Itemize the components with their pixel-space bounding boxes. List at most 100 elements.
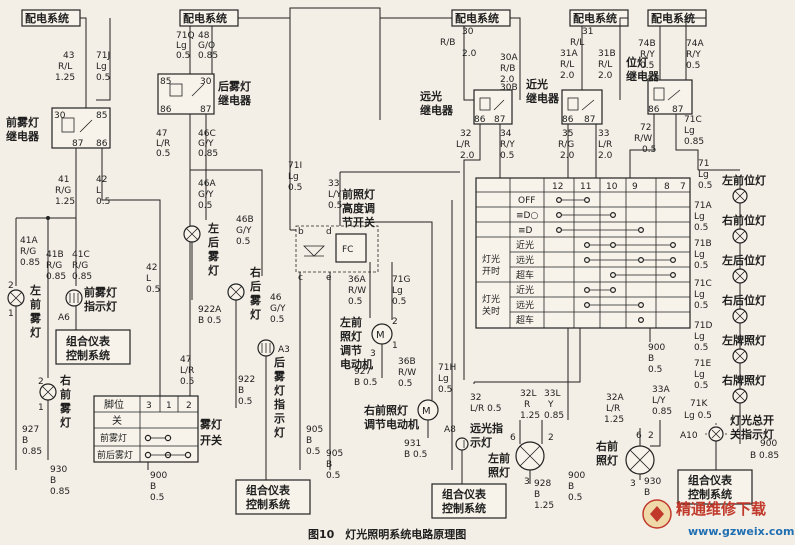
top-rail-wire bbox=[238, 7, 452, 19]
svg-text:31B: 31B bbox=[598, 49, 616, 59]
svg-text:0.5: 0.5 bbox=[568, 493, 582, 503]
position-lamp-label-5: 左牌照灯 bbox=[721, 333, 766, 347]
svg-text:33: 33 bbox=[598, 129, 609, 139]
svg-text:远光: 远光 bbox=[420, 89, 442, 103]
svg-text:R/W: R/W bbox=[348, 286, 366, 296]
svg-text:33L: 33L bbox=[544, 389, 560, 399]
svg-text:L/R 0.5: L/R 0.5 bbox=[470, 404, 501, 414]
svg-text:1.25: 1.25 bbox=[520, 411, 540, 421]
svg-text:36A: 36A bbox=[348, 275, 366, 285]
svg-text:30A: 30A bbox=[500, 53, 518, 63]
svg-text:灯: 灯 bbox=[274, 383, 285, 397]
svg-text:控制系统: 控制系统 bbox=[66, 348, 110, 362]
svg-text:L/Y: L/Y bbox=[328, 190, 342, 200]
svg-text:组合仪表: 组合仪表 bbox=[688, 473, 733, 487]
svg-text:0.5: 0.5 bbox=[238, 397, 252, 407]
svg-text:0.5: 0.5 bbox=[156, 149, 170, 159]
power-label-3: 配电系统 bbox=[455, 11, 499, 25]
left-headlight: 6 2 3 bbox=[510, 433, 554, 487]
svg-text:86: 86 bbox=[648, 105, 660, 115]
svg-text:0.5: 0.5 bbox=[640, 61, 654, 71]
svg-text:0.5: 0.5 bbox=[648, 365, 662, 375]
svg-text:87: 87 bbox=[584, 115, 595, 125]
svg-text:关: 关 bbox=[112, 414, 122, 427]
svg-text:0.5: 0.5 bbox=[288, 183, 302, 193]
svg-text:87: 87 bbox=[200, 105, 211, 115]
svg-text:≡D○: ≡D○ bbox=[516, 211, 538, 221]
svg-text:R/G: R/G bbox=[72, 261, 88, 271]
svg-text:0.5: 0.5 bbox=[270, 315, 284, 325]
svg-text:33: 33 bbox=[328, 179, 339, 189]
power-label-2: 配电系统 bbox=[183, 11, 227, 25]
svg-text:示灯: 示灯 bbox=[469, 435, 492, 449]
svg-text:近光: 近光 bbox=[526, 77, 548, 91]
svg-text:7: 7 bbox=[680, 182, 686, 192]
svg-text:控制系统: 控制系统 bbox=[442, 501, 486, 515]
figure-caption: 图10 灯光照明系统电路原理图 bbox=[308, 527, 466, 541]
svg-text:71C: 71C bbox=[684, 115, 702, 125]
watermark-text: 精通维修下载 bbox=[676, 500, 766, 518]
svg-text:高度调: 高度调 bbox=[342, 201, 375, 215]
svg-text:R/Y: R/Y bbox=[640, 50, 655, 60]
svg-text:0.5: 0.5 bbox=[328, 201, 342, 211]
svg-text:0.5: 0.5 bbox=[176, 51, 190, 61]
svg-text:B: B bbox=[22, 436, 28, 446]
svg-text:46C: 46C bbox=[198, 129, 216, 139]
svg-text:Lg 0.5: Lg 0.5 bbox=[684, 411, 712, 421]
svg-text:47: 47 bbox=[180, 355, 191, 365]
svg-text:Lg: Lg bbox=[438, 374, 449, 384]
svg-text:R/Y: R/Y bbox=[686, 50, 701, 60]
svg-text:G/Y: G/Y bbox=[270, 304, 286, 314]
svg-text:922A: 922A bbox=[198, 305, 222, 315]
svg-text:B: B bbox=[644, 488, 650, 498]
svg-text:927: 927 bbox=[22, 425, 39, 435]
svg-text:32: 32 bbox=[460, 129, 471, 139]
svg-text:86: 86 bbox=[160, 105, 172, 115]
svg-text:46B: 46B bbox=[236, 215, 254, 225]
svg-text:10: 10 bbox=[606, 182, 618, 192]
svg-text:0.5: 0.5 bbox=[96, 73, 110, 83]
position-lamp-cross-5 bbox=[734, 350, 746, 362]
svg-text:1: 1 bbox=[38, 403, 44, 413]
light-switch-table: 12 11 10 9 8 7 OFF ≡D○ ≡D 近光 远光 超车 近光 远光… bbox=[475, 177, 691, 329]
svg-text:右前照灯: 右前照灯 bbox=[363, 403, 408, 417]
svg-text:Lg: Lg bbox=[684, 126, 695, 136]
svg-text:71G: 71G bbox=[392, 275, 410, 285]
svg-text:31A: 31A bbox=[560, 49, 578, 59]
position-lamp-cross-6 bbox=[734, 390, 746, 402]
svg-text:42: 42 bbox=[146, 263, 157, 273]
svg-text:超车: 超车 bbox=[516, 314, 534, 326]
relay-front-fog-pin-30: 30 bbox=[54, 111, 66, 121]
svg-text:6: 6 bbox=[510, 433, 516, 443]
power-label-1: 配电系统 bbox=[25, 11, 69, 25]
svg-text:1: 1 bbox=[8, 309, 14, 319]
svg-text:74B: 74B bbox=[638, 39, 656, 49]
svg-text:32: 32 bbox=[470, 393, 481, 403]
svg-text:前雾灯: 前雾灯 bbox=[100, 432, 127, 444]
svg-text:32A: 32A bbox=[606, 393, 624, 403]
relay-front-fog-pin-86: 86 bbox=[96, 139, 108, 149]
svg-text:L/R: L/R bbox=[156, 139, 170, 149]
svg-text:36B: 36B bbox=[398, 357, 416, 367]
position-lamp-label-1: 左前位灯 bbox=[721, 173, 766, 187]
svg-text:照灯: 照灯 bbox=[340, 329, 362, 343]
svg-text:0.5: 0.5 bbox=[150, 493, 164, 503]
svg-text:2.0: 2.0 bbox=[462, 49, 477, 59]
svg-text:2.0: 2.0 bbox=[560, 151, 575, 161]
svg-text:0.85: 0.85 bbox=[544, 411, 564, 421]
lamp-left-front-fog: 2 1 bbox=[7, 281, 25, 319]
svg-text:928: 928 bbox=[534, 479, 551, 489]
svg-text:G/Y: G/Y bbox=[198, 139, 214, 149]
svg-text:灯: 灯 bbox=[30, 325, 41, 339]
svg-text:931: 931 bbox=[404, 439, 421, 449]
svg-text:L/R: L/R bbox=[598, 140, 612, 150]
switch-contact-dot bbox=[669, 257, 676, 264]
svg-text:0.85: 0.85 bbox=[22, 447, 42, 457]
svg-text:B: B bbox=[50, 476, 56, 486]
lamp-right-rear-fog bbox=[227, 283, 245, 301]
switch-contact-dot bbox=[583, 287, 590, 294]
svg-text:0.85: 0.85 bbox=[46, 272, 66, 282]
svg-text:≡D: ≡D bbox=[518, 226, 533, 236]
svg-text:后: 后 bbox=[208, 235, 219, 249]
